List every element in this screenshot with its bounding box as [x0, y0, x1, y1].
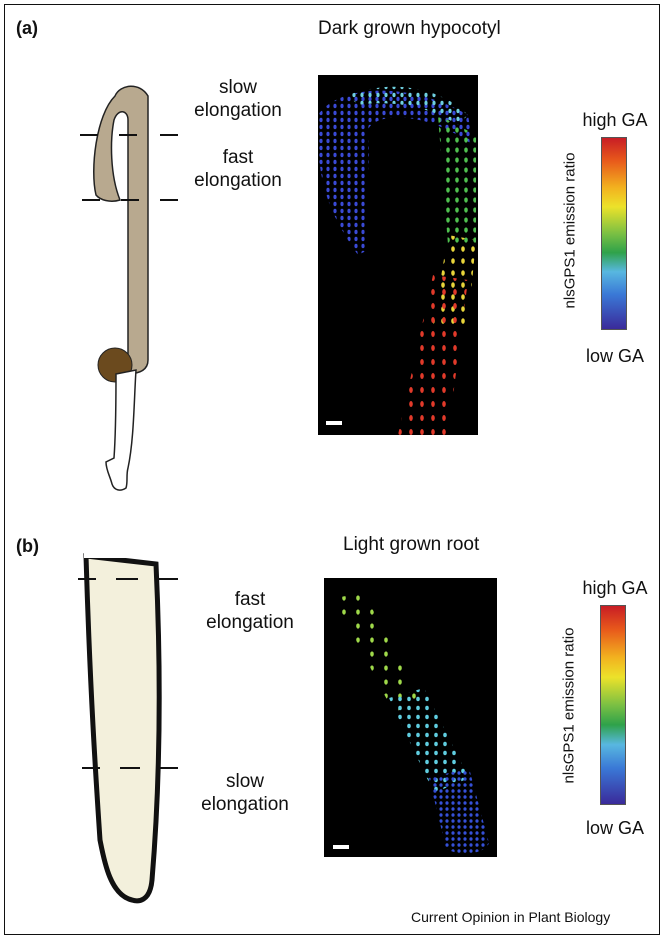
- panel-a-colorbar-high: high GA: [582, 110, 648, 130]
- seedling-root: [105, 369, 137, 491]
- panel-b-zone-top: fast elongation: [206, 589, 294, 633]
- figure-frame: [4, 4, 660, 935]
- panel-b-label: (b): [16, 536, 39, 556]
- panel-a-micrograph: [318, 75, 478, 435]
- panel-b-zone-bottom: slow elongation: [201, 771, 289, 815]
- root-shape: [83, 553, 162, 904]
- panel-b-micrograph: [324, 578, 497, 857]
- panel-b-micrograph-cells: [334, 593, 489, 854]
- panel-b-colorbar: [600, 605, 626, 805]
- panel-b-zone-dashes: [78, 578, 178, 769]
- panel-b-colorbar-low: low GA: [585, 818, 645, 838]
- panel-b-scale-bar: [333, 845, 349, 849]
- journal-credit: Current Opinion in Plant Biology: [411, 909, 611, 925]
- panel-a-label: (a): [16, 18, 38, 38]
- panel-b-colorbar-axis-label: nlsGPS1 emission ratio: [560, 627, 578, 784]
- panel-a-zone-bottom: fast elongation: [194, 147, 282, 191]
- panel-b-colorbar-high: high GA: [582, 578, 648, 598]
- panel-a-zone-top: slow elongation: [194, 77, 282, 121]
- panel-a-colorbar-low: low GA: [585, 346, 645, 366]
- panel-a-colorbar: [601, 137, 627, 330]
- panel-b-title: Light grown root: [343, 534, 480, 555]
- panel-a-micrograph-cells: [318, 86, 476, 435]
- panel-a-zone-dashes: [80, 134, 178, 201]
- panel-a-scale-bar: [326, 421, 342, 425]
- hypocotyl-shape: [93, 85, 149, 375]
- panel-a-title: Dark grown hypocotyl: [318, 18, 501, 39]
